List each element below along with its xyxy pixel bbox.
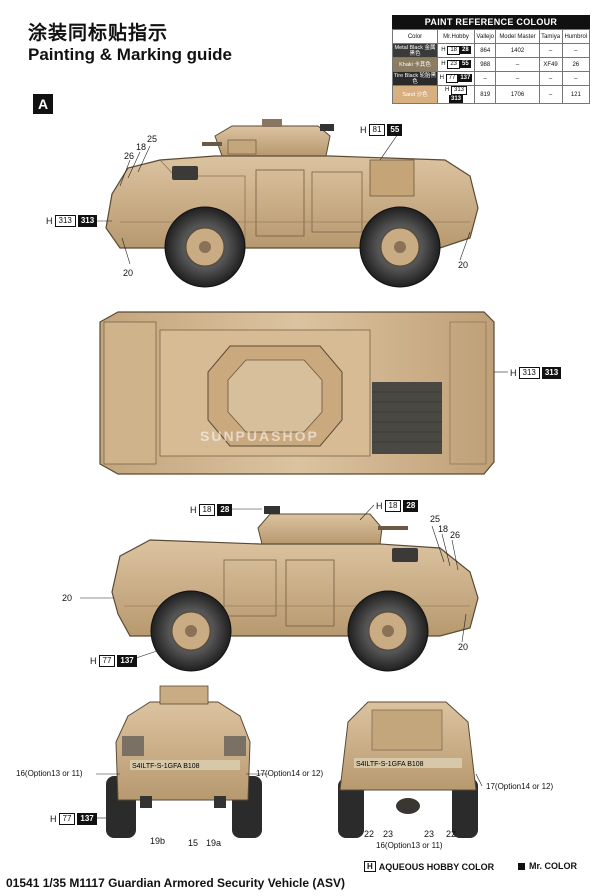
mr-code: 313	[541, 367, 562, 379]
mr-code: 137	[458, 74, 473, 82]
callout-16-rear: 16(Option13 or 11)	[376, 841, 443, 850]
title-chinese: 涂装同标贴指示	[28, 22, 169, 44]
callout-16-front: 16(Option13 or 11)	[16, 769, 83, 778]
color-swatch: Metal Black 金属黑色	[392, 43, 438, 58]
callout-23b-rear: 23	[424, 829, 435, 839]
h-code: 313	[518, 367, 540, 379]
callout-22a-rear: 22	[364, 829, 375, 839]
color-name: Metal Black 金属黑色	[394, 44, 436, 57]
callout-25-side2: 25	[430, 514, 441, 524]
callout-18-side2: 18	[438, 524, 449, 534]
h-prefix: H	[190, 505, 197, 515]
mr-code: 28	[403, 500, 419, 512]
tamiya-cell: –	[538, 85, 563, 104]
color-name: Khaki 卡其色	[399, 61, 431, 68]
mr-code: 55	[460, 60, 471, 68]
rear-plate-text: S4ILTF-S-1GFA B108	[356, 761, 424, 768]
h-code: 18	[198, 504, 216, 516]
aqueous-symbol: H	[364, 861, 376, 872]
page-title: Painting & Marking guide	[28, 45, 233, 64]
h-code: 18	[384, 500, 402, 512]
humbrol-cell: 121	[561, 85, 591, 104]
h-prefix: H	[441, 61, 446, 67]
h-prefix: H	[439, 75, 444, 81]
h-prefix: H	[46, 216, 53, 226]
callout-20a-side1: 20	[123, 268, 134, 278]
h-prefix: H	[444, 87, 450, 93]
h-prefix: H	[90, 656, 97, 666]
mr-code: 137	[117, 655, 137, 667]
callout-26-side1: 26	[124, 151, 135, 161]
mr-color-swatch-icon	[518, 862, 525, 870]
h-code: 77	[445, 74, 459, 83]
h-code: 77	[58, 813, 76, 825]
h-prefix: H	[376, 501, 383, 511]
callout-22b-rear: 22	[446, 829, 457, 839]
mr-code: 313	[77, 215, 98, 227]
h-prefix: H	[510, 368, 517, 378]
h-prefix: H	[441, 47, 446, 53]
h-code: 313	[54, 215, 76, 227]
footer-product-title: 01541 1/35 M1117 Guardian Armored Securi…	[6, 876, 346, 890]
h-code: 77	[98, 655, 116, 667]
h-prefix: H	[360, 125, 367, 135]
callout-20b-side2: 20	[458, 642, 469, 652]
h-code: 23	[447, 60, 460, 69]
callout-20a-side2: 20	[62, 593, 73, 603]
mrhobby-cell: H 313313	[437, 85, 475, 104]
callout-17-rear: 17(Option14 or 12)	[486, 782, 554, 791]
callout-15-front: 15	[188, 838, 199, 848]
paint-reference-table: PAINT REFERENCE COLOUR Color Mr.Hobby Va…	[392, 15, 591, 104]
callout-19b-front: 19b	[150, 836, 166, 846]
paint-table-header-row: Color Mr.Hobby Vallejo Model Master Tami…	[392, 29, 591, 44]
vallejo-cell: 819	[473, 85, 497, 104]
callout-26-side2: 26	[450, 530, 461, 540]
legend-mr-color: Mr. COLOR	[518, 861, 577, 871]
mr-code: 313	[448, 95, 463, 103]
callout-18-side1: 18	[136, 142, 147, 152]
callout-23a-rear: 23	[383, 829, 394, 839]
side-view-right	[111, 506, 479, 672]
callout-19a-front: 19a	[206, 838, 222, 848]
callout-20b-side1: 20	[458, 260, 469, 270]
paint-table-grid: Color Mr.Hobby Vallejo Model Master Tami…	[392, 29, 591, 104]
rear-view: S4ILTF-S-1GFA B108	[338, 701, 478, 838]
paint-table-title: PAINT REFERENCE COLOUR	[392, 15, 590, 29]
watermark-text: SUNPUASHOP	[200, 428, 319, 444]
front-plate-text: S4ILTF-S-1GFA B108	[132, 763, 200, 770]
callout-25-side1: 25	[147, 134, 158, 144]
mr-code: 28	[217, 504, 233, 516]
mr-code: 137	[77, 813, 97, 825]
side-view-left	[105, 119, 479, 288]
color-name: Tire Black 轮胎黑色	[393, 72, 437, 85]
h-code: 81	[368, 124, 386, 136]
mr-code: 28	[460, 46, 471, 54]
color-name: Sand 沙色	[402, 91, 428, 98]
panel-label: A	[33, 94, 53, 114]
callout-leader-lines	[80, 130, 508, 819]
paint-row: Sand 沙色 H 313313 819 1706 – 121	[392, 85, 591, 104]
h-code: 18	[447, 46, 460, 55]
h-prefix: H	[50, 814, 57, 824]
mr-color-label: Mr. COLOR	[529, 861, 578, 871]
color-swatch: Sand 沙色	[392, 85, 438, 104]
color-swatch: Khaki 卡其色	[392, 57, 438, 72]
mr-code: 55	[387, 124, 403, 136]
front-view: S4ILTF-S-1GFA B108	[106, 685, 262, 838]
legend-aqueous: H AQUEOUS HOBBY COLOR	[364, 861, 494, 872]
callout-17-front: 17(Option14 or 12)	[256, 769, 324, 778]
top-view	[99, 311, 495, 475]
aqueous-label: AQUEOUS HOBBY COLOR	[378, 861, 495, 872]
